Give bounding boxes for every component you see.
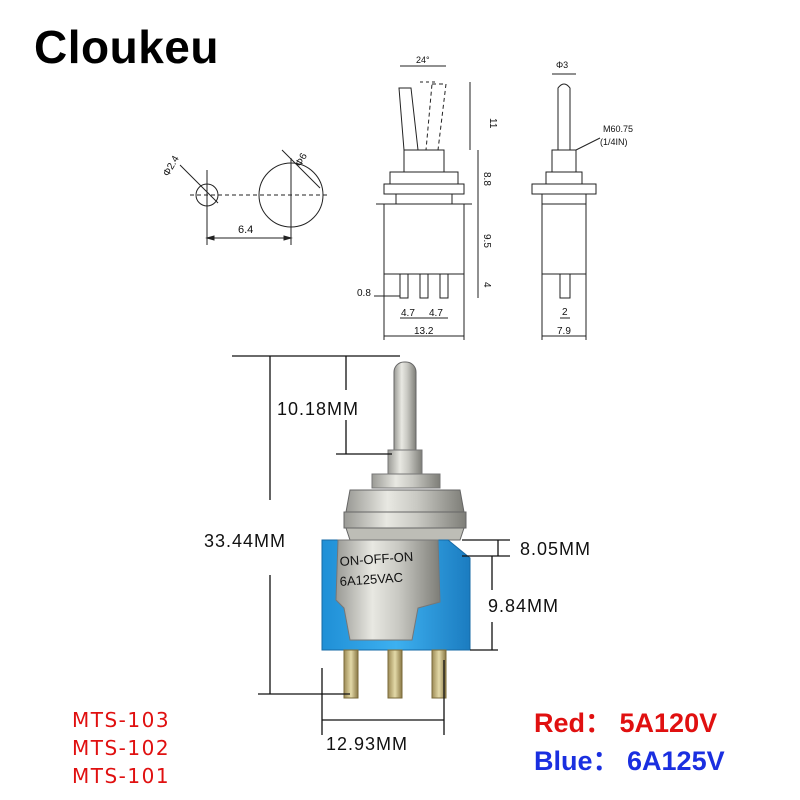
- mounting-holes-view: [179, 149, 330, 245]
- model-item: MTS-102: [72, 736, 171, 760]
- model-list: MTS-103 MTS-102 MTS-101: [72, 706, 170, 790]
- lever-height-label: 11: [487, 118, 498, 129]
- body-top-dim: 8.05MM: [520, 539, 591, 559]
- rating-red-value: 5A120V: [619, 708, 718, 738]
- side-width-label: 7.9: [557, 326, 571, 337]
- hole-small-label: Φ2.4: [161, 154, 182, 179]
- photo-dimension-lines: [232, 355, 510, 735]
- lever-diameter-label: Φ3: [556, 60, 568, 70]
- terminal-length-label: 4: [481, 282, 492, 288]
- rating-blue-value: 6A125V: [627, 746, 725, 776]
- body-width-dim: 12.93MM: [326, 734, 408, 754]
- pin-pitch-right-label: 4.7: [429, 308, 443, 319]
- thread-spec-label: M60.75: [603, 124, 633, 134]
- hole-large-label: Φ6: [294, 151, 311, 169]
- rating-red-label: Red：: [534, 708, 613, 738]
- hole-spacing-label: 6.4: [238, 224, 253, 236]
- toggle-angle-label: 24°: [416, 55, 430, 65]
- terminal-thickness-label: 0.8: [357, 288, 371, 299]
- thread-inch-label: (1/4IN): [600, 137, 628, 147]
- terminal-width-label: 2: [562, 307, 568, 318]
- model-item: MTS-103: [72, 708, 171, 732]
- rating-red: Red： 5A120V: [534, 704, 725, 742]
- toggle-switch-photo: [321, 361, 471, 699]
- side-view-drawing: [531, 73, 601, 340]
- bushing-height-label: 8.8: [481, 172, 492, 186]
- rating-blue: Blue： 6A125V: [534, 742, 725, 780]
- body-height-dim: 9.84MM: [488, 596, 559, 616]
- model-item: MTS-101: [72, 764, 171, 788]
- brand-logo: Cloukeu: [34, 21, 219, 73]
- pin-pitch-left-label: 4.7: [401, 308, 415, 319]
- ratings-block: Red： 5A120V Blue： 6A125V: [534, 704, 725, 780]
- rating-blue-label: Blue：: [534, 746, 620, 776]
- body-height-label: 9.5: [481, 234, 492, 248]
- front-view-drawing: [374, 65, 479, 340]
- body-width-label: 13.2: [414, 326, 434, 337]
- total-height-dim: 33.44MM: [204, 531, 286, 551]
- switch-print-line2: 6A125VAC: [339, 570, 403, 589]
- switch-print-line1: ON-OFF-ON: [339, 549, 414, 569]
- lever-length-dim: 10.18MM: [277, 399, 359, 419]
